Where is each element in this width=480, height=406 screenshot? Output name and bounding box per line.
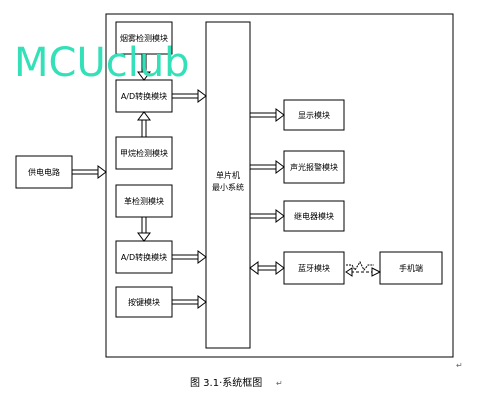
arrow-ad2-to-mcu (172, 250, 207, 264)
mcu-label-line2: 最小系统 (212, 182, 244, 192)
figure-caption: 图 3.1·系统框图 (190, 376, 262, 389)
arrow-mcu-bluetooth-bidirectional (249, 261, 285, 275)
co-detect-box (115, 184, 173, 218)
arrow-keys-to-mcu (172, 295, 207, 309)
arrow-alcohol-to-ad1 (137, 111, 151, 137)
arrow-co-to-ad2 (137, 217, 151, 242)
paragraph-mark-frame: ↵ (456, 361, 463, 370)
keys-label: 按键模块 (128, 297, 160, 307)
display-label: 显示模块 (298, 110, 330, 120)
bluetooth-box (283, 251, 345, 285)
arrow-mcu-to-relay (250, 209, 285, 223)
outer-frame (105, 13, 454, 358)
alarm-box (283, 150, 345, 184)
arrow-mcu-to-alarm (250, 160, 285, 174)
relay-label: 继电器模块 (294, 211, 334, 221)
alcohol-detect-label: 甲烷检测模块 (120, 148, 168, 158)
keys-box (115, 286, 173, 318)
co-detect-label: 革检测模块 (124, 196, 164, 206)
ad-convert-label-1: A/D转换模块 (121, 91, 167, 101)
mcu-box (205, 21, 251, 349)
arrow-ad1-to-mcu (172, 89, 207, 103)
watermark-logo: MCUclub (14, 40, 190, 86)
arrow-smoke-to-ad1 (137, 54, 151, 81)
arrow-mcu-to-display (250, 108, 285, 122)
alarm-label: 声光报警模块 (290, 162, 338, 172)
display-box (283, 99, 345, 131)
power-box (15, 155, 73, 189)
arrow-power-to-system (72, 165, 107, 179)
paragraph-mark-caption: ↵ (276, 379, 283, 388)
power-label: 供电电路 (28, 167, 60, 177)
mcu-label-line1: 单片机 (216, 170, 240, 180)
bluetooth-label: 蓝牙模块 (298, 263, 330, 273)
phone-label: 手机端 (399, 263, 423, 273)
relay-box (283, 200, 345, 232)
phone-box (379, 251, 443, 285)
smoke-detect-label: 烟雾检测模块 (120, 33, 168, 43)
smoke-detect-box (115, 21, 173, 55)
alcohol-detect-box (115, 136, 173, 170)
wireless-link-bluetooth-phone (345, 260, 382, 277)
ad-convert-label-2: A/D转换模块 (121, 252, 167, 262)
